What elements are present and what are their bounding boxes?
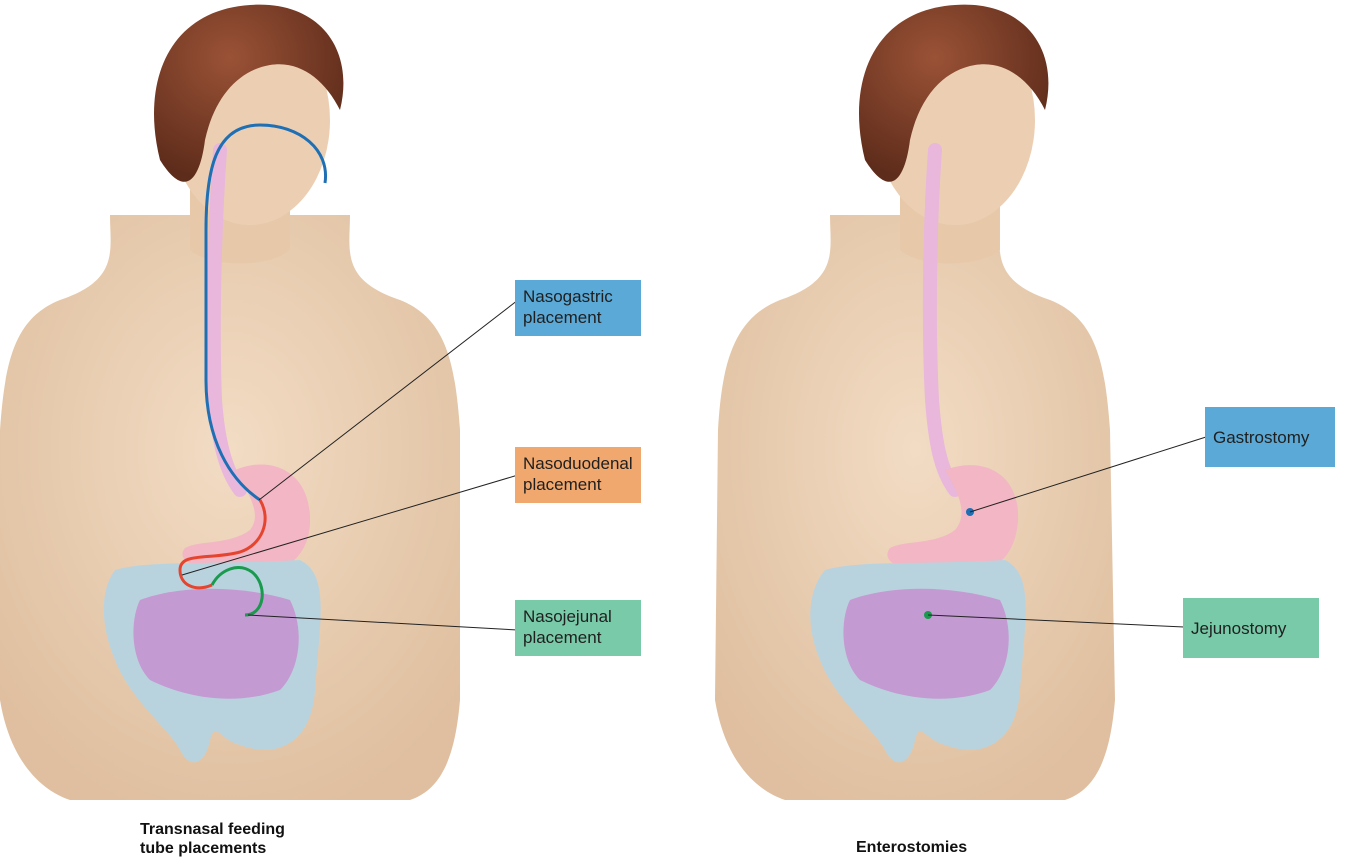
right-figure — [715, 5, 1115, 800]
gastrostomy-label: Gastrostomy — [1205, 407, 1335, 467]
left-figure — [0, 5, 460, 800]
jejunostomy-label: Jejunostomy — [1183, 598, 1319, 658]
nasogastric-label: Nasogastric placement — [515, 280, 641, 336]
nasojejunal-label: Nasojejunal placement — [515, 600, 641, 656]
nasoduodenal-label: Nasoduodenal placement — [515, 447, 641, 503]
right-small-intestine — [843, 589, 1008, 699]
left-small-intestine — [133, 589, 298, 699]
right-panel-caption: Enterostomies — [856, 838, 967, 857]
left-panel-caption: Transnasal feeding tube placements — [140, 820, 285, 858]
